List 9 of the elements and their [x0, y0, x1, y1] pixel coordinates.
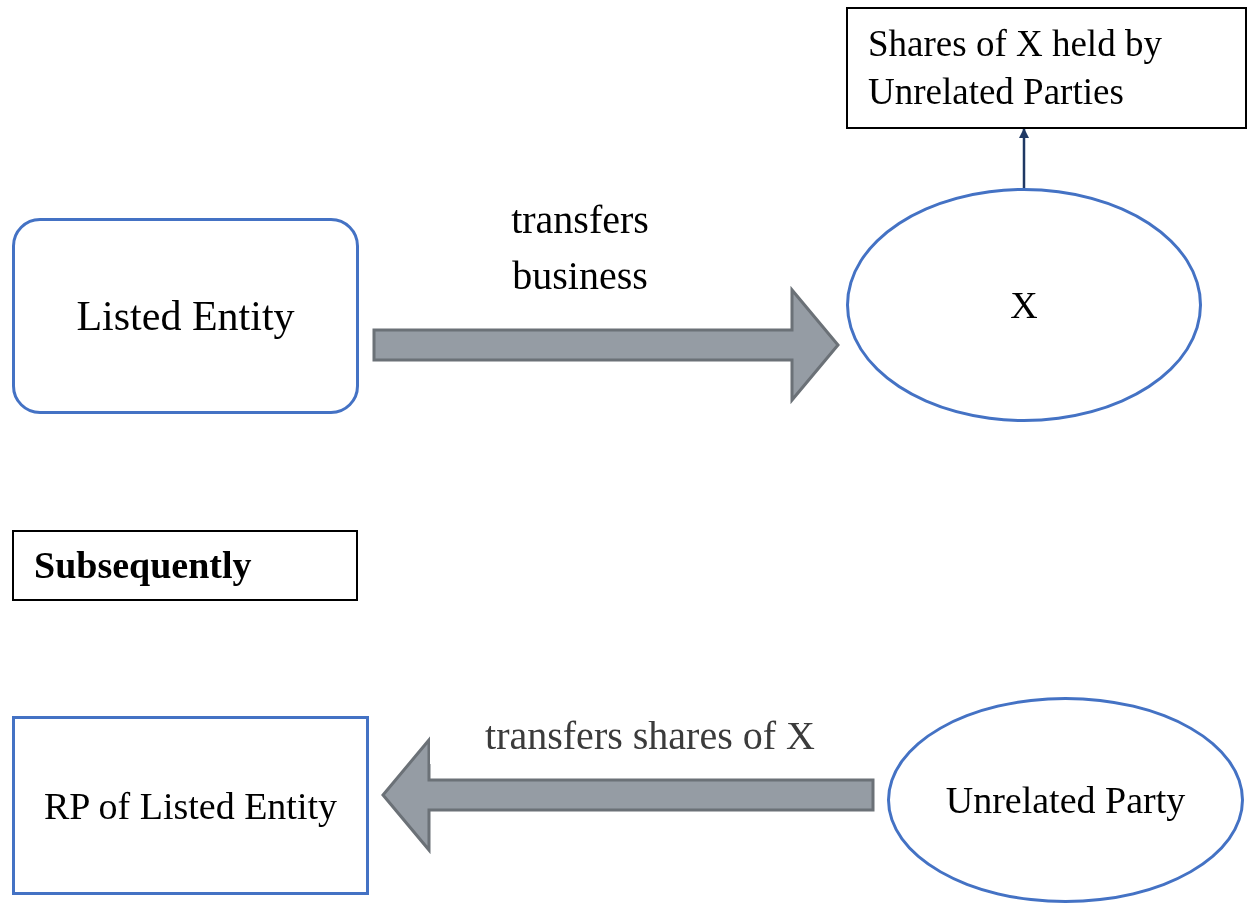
arrow [1019, 128, 1029, 188]
block-arrow [381, 735, 875, 855]
text-box: Shares of X held by Unrelated Parties [846, 7, 1247, 129]
entity-ellipse: X [846, 188, 1202, 422]
note-box: Subsequently [12, 530, 358, 601]
entity-box: Listed Entity [12, 218, 359, 414]
block-arrow [372, 285, 840, 405]
entity-box: RP of Listed Entity [12, 716, 369, 895]
entity-ellipse: Unrelated Party [887, 697, 1244, 903]
